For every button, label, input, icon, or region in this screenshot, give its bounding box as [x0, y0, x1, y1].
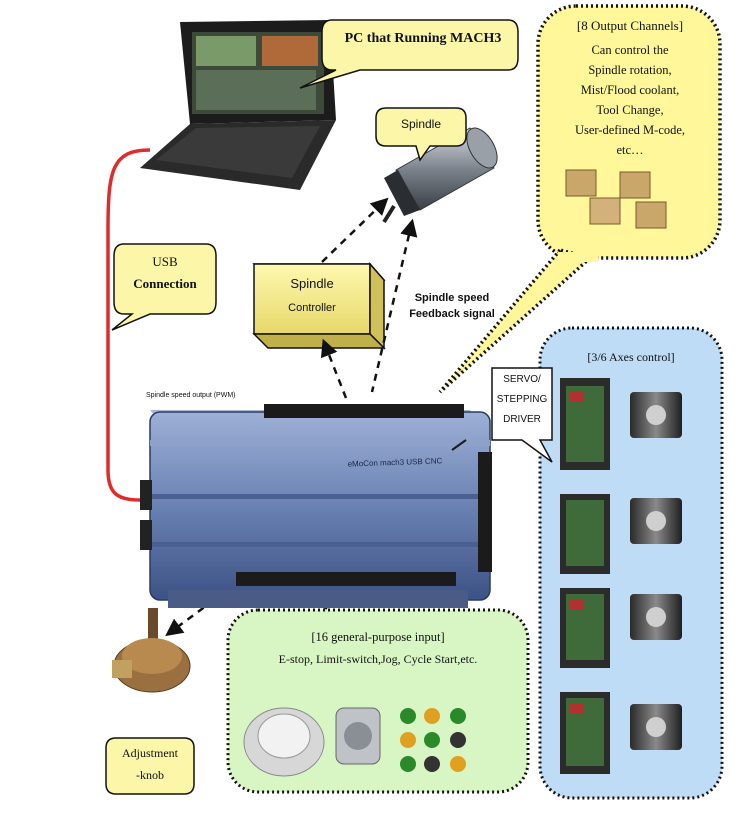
usb-cable — [106, 148, 151, 502]
arrow-to-controller — [320, 338, 348, 399]
spindle-label: Spindle — [400, 117, 442, 131]
usb-label-line2: Connection — [133, 276, 197, 291]
arrow-feedback-signal — [370, 218, 418, 393]
servo-driver-group — [560, 378, 682, 774]
spindle-controller-box — [252, 262, 386, 350]
driver-board-icon — [560, 588, 610, 668]
output-line: Can control the — [591, 43, 669, 57]
spindle-icon — [382, 127, 498, 224]
driver-board-icon — [560, 378, 610, 470]
output-line: Tool Change, — [596, 103, 664, 117]
feedback-label-line2: Feedback signal — [409, 308, 495, 320]
relay-icon-group — [565, 169, 667, 229]
servo-label-line1: SERVO/ — [503, 374, 541, 385]
spindle-callout — [375, 107, 467, 162]
controller-subtitle: Controller — [288, 302, 336, 314]
knob-label-line2: -knob — [136, 768, 164, 782]
stepper-motor-icon — [630, 594, 682, 640]
push-buttons-icon — [400, 708, 466, 772]
output-title: [8 Output Channels] — [576, 18, 684, 33]
output-line: Spindle rotation, — [588, 63, 672, 77]
driver-board-icon — [560, 692, 610, 774]
usb-cnc-controller-board — [140, 404, 492, 608]
limit-switch-icon — [335, 707, 381, 765]
output-channels-tail — [438, 248, 594, 394]
pwm-label: Spindle speed output (PWM) — [146, 392, 236, 399]
adjustment-knob-icon — [112, 608, 191, 693]
axes-title: [3/6 Axes control] — [587, 350, 675, 364]
output-line: User-defined M-code, — [574, 123, 686, 137]
servo-label-line3: DRIVER — [503, 414, 541, 425]
servo-label-line2: STEPPING — [496, 394, 548, 405]
stepper-motor-icon — [630, 392, 682, 438]
pc-label: PC that Running MACH3 — [344, 31, 502, 46]
input-title: [16 general-purpose input] — [311, 630, 445, 644]
arrow-to-knob — [165, 598, 215, 637]
usb-callout — [111, 243, 217, 331]
stepper-motor-icon — [630, 498, 682, 544]
laptop-icon — [140, 20, 336, 190]
servo-callout — [491, 367, 553, 463]
output-lines: Can control the Spindle rotation, Mist/F… — [546, 40, 714, 160]
output-line: etc… — [616, 143, 644, 157]
knob-label-line1: Adjustment — [122, 746, 178, 760]
usb-label-line1: USB — [152, 254, 178, 269]
knob-callout — [105, 737, 195, 795]
arrow-to-spindle — [321, 197, 389, 263]
stepper-motor-icon — [630, 704, 682, 750]
input-subtitle: E-stop, Limit-switch,Jog, Cycle Start,et… — [278, 652, 478, 666]
handwheel-icon — [243, 707, 325, 777]
feedback-label-line1: Spindle speed — [414, 292, 490, 304]
controller-title: Spindle — [290, 276, 334, 291]
driver-board-icon — [560, 494, 610, 574]
output-line: Mist/Flood coolant, — [580, 83, 680, 97]
pc-callout — [299, 19, 519, 89]
